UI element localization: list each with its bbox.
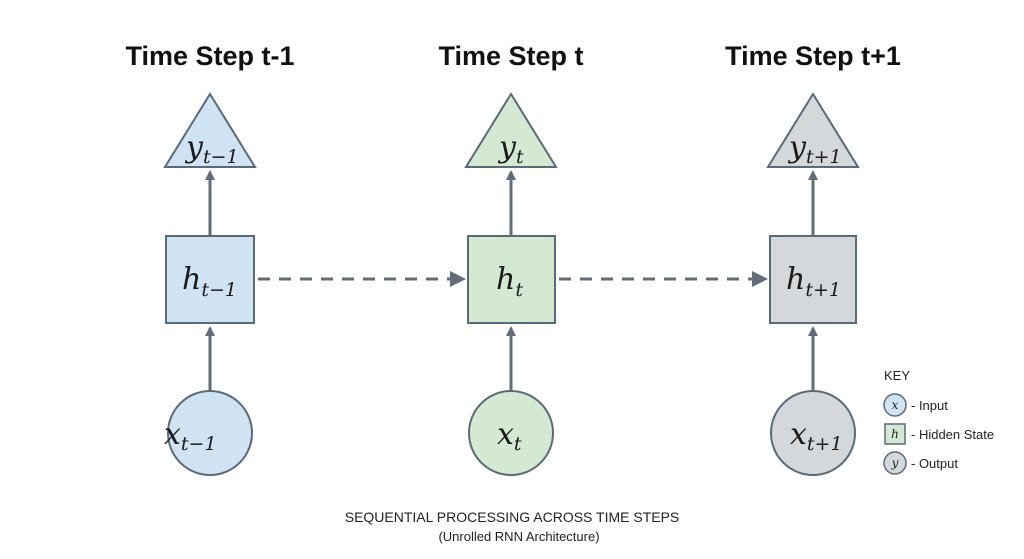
hidden-label-2: ht+1: [786, 262, 841, 301]
key-output-symbol: y: [891, 456, 899, 470]
key-title: KEY: [884, 368, 910, 383]
key-input-label: - Input: [911, 398, 948, 413]
step-title-1: Time Step t: [438, 41, 583, 71]
output-node-2: [766, 92, 860, 168]
input-node-1: [468, 390, 554, 476]
hidden-node-2: [769, 235, 857, 324]
input-label-2: xt+1: [790, 417, 843, 455]
input-node-0: [167, 390, 253, 476]
step-title-0: Time Step t-1: [125, 41, 294, 71]
key-input-swatch: [883, 393, 907, 417]
input-node-2: [770, 390, 856, 476]
step-title-2: Time Step t+1: [725, 41, 901, 71]
input-label-0: xt−1: [164, 417, 217, 455]
caption-line1: SEQUENTIAL PROCESSING ACROSS TIME STEPS: [345, 509, 680, 525]
caption-line2: (Unrolled RNN Architecture): [438, 529, 599, 544]
output-label-2: yt+1: [787, 130, 842, 168]
key-output-label: - Output: [911, 456, 958, 471]
output-label-0: yt−1: [184, 130, 239, 168]
hidden-node-0: [165, 235, 255, 324]
output-node-1: [464, 92, 558, 168]
input-label-1: xt: [497, 417, 522, 455]
key-hidden-label: - Hidden State: [911, 427, 994, 442]
key-hidden-swatch: [884, 423, 906, 445]
key-output-swatch: [883, 451, 907, 475]
key-input-symbol: x: [892, 398, 899, 412]
hidden-label-0: ht−1: [182, 262, 237, 301]
hidden-node-1: [467, 235, 556, 324]
output-label-1: yt: [497, 130, 524, 168]
hidden-label-1: ht: [496, 262, 523, 301]
key-hidden-symbol: h: [891, 427, 899, 441]
output-node-0: [163, 92, 257, 168]
